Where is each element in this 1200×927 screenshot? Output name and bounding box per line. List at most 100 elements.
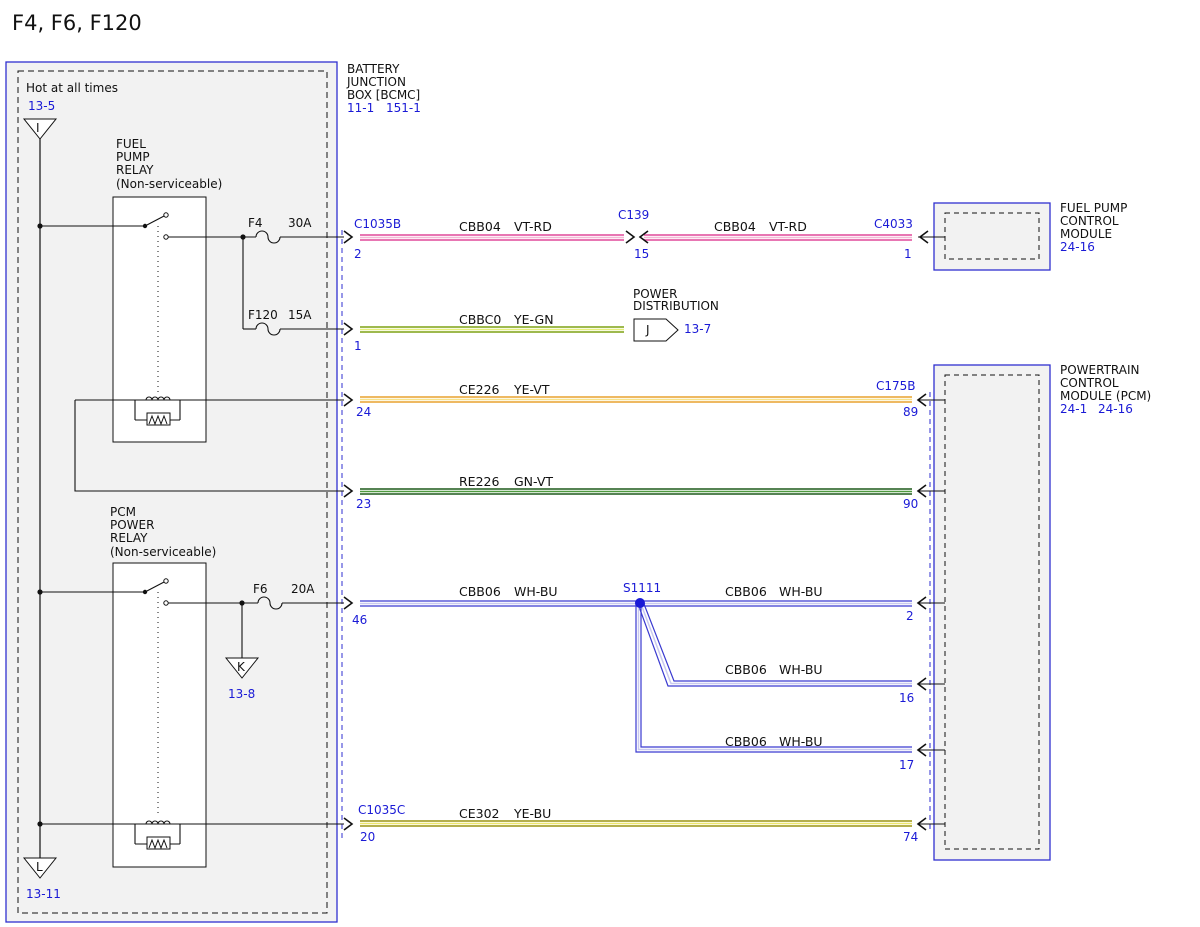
pin-number: 89	[903, 405, 918, 419]
jb-connector-arrows	[343, 230, 354, 831]
pin-number: 15	[634, 247, 649, 261]
connector-names: C1035B C139 C4033 C175B C1035C	[354, 208, 916, 817]
pcm-power-relay: PCM POWER RELAY (Non-serviceable)	[40, 505, 344, 868]
power-distribution-name-1: POWER	[633, 287, 677, 301]
wire-labels: CBB04 VT-RD CBB04 VT-RD CBBC0 YE-GN CE22…	[459, 219, 823, 821]
fpcm-ref[interactable]: 24-16	[1060, 240, 1095, 254]
pcm-relay-name-3: RELAY	[110, 531, 148, 545]
fuse-f4-f120-feed: F4 30A F120 15A	[168, 216, 344, 336]
power-distribution: POWER DISTRIBUTION J 13-7	[633, 287, 719, 342]
wire-cbbc0	[360, 326, 624, 333]
fuse-f4-rating: 30A	[288, 216, 312, 230]
wire-color-label: WH-BU	[514, 584, 558, 599]
fpcm-dashed	[944, 212, 1040, 260]
wire-cbb04-right	[644, 234, 912, 241]
pin-number: 90	[903, 497, 918, 511]
connector-c1035c[interactable]: C1035C	[358, 803, 405, 817]
pin-number: 2	[906, 609, 914, 623]
wire-ce302	[360, 820, 912, 827]
splice-s1111-label[interactable]: S1111	[623, 581, 661, 595]
wire-circuit-label: RE226	[459, 474, 499, 489]
wire-re226	[360, 488, 912, 495]
power-distribution-ref[interactable]: 13-7	[684, 322, 711, 336]
terminal-j-icon	[633, 318, 679, 342]
pcm-name-1: POWERTRAIN	[1060, 363, 1140, 377]
junction-box-ref-2[interactable]: 151-1	[386, 101, 421, 115]
fuse-f120-rating: 15A	[288, 308, 312, 322]
connector-c4033[interactable]: C4033	[874, 217, 913, 231]
pin-number: 23	[356, 497, 371, 511]
pcm-relay-name-4: (Non-serviceable)	[110, 545, 216, 559]
junction-box-dashed-outline	[17, 70, 328, 914]
pin-numbers: 2 15 1 1 24 89 23 90 46 2 16 17 20 74	[352, 247, 918, 844]
hot-ref-link[interactable]: 13-5	[28, 99, 55, 113]
wire-color-label: YE-GN	[513, 312, 554, 327]
power-distribution-name-2: DISTRIBUTION	[633, 299, 719, 313]
fuel-pump-relay-name-4: (Non-serviceable)	[116, 177, 222, 191]
fpcm-name-1: FUEL PUMP	[1060, 201, 1127, 215]
terminal-l-label: L	[36, 860, 43, 874]
junction-box-ref-1[interactable]: 11-1	[347, 101, 374, 115]
splice-s1111-dot	[635, 598, 645, 608]
junction-box-name-line-1: BATTERY	[347, 62, 400, 76]
pin-number: 17	[899, 758, 914, 772]
fpcm-name-3: MODULE	[1060, 227, 1112, 241]
terminal-k-icon	[224, 657, 260, 679]
pcm-connector-arrows	[916, 393, 927, 831]
wire-circuit-label: CE302	[459, 806, 500, 821]
wire-circuit-label: CE226	[459, 382, 500, 397]
fuse-f120-name: F120	[248, 308, 278, 322]
fuse-f6-feed: F6 20A K 13-8	[168, 582, 344, 701]
bottom-ref-link[interactable]: 13-11	[26, 887, 61, 901]
diagram-title: F4, F6, F120	[12, 11, 142, 35]
c139-connector-icon	[625, 230, 649, 244]
wire-color-label: WH-BU	[779, 584, 823, 599]
connector-c1035b[interactable]: C1035B	[354, 217, 401, 231]
fuse-f120-icon	[255, 322, 281, 336]
connector-c175b[interactable]: C175B	[876, 379, 916, 393]
terminal-k-label: K	[237, 660, 246, 674]
pcm-dashed	[944, 374, 1040, 850]
pin-number: 2	[354, 247, 362, 261]
battery-junction-box: BATTERY JUNCTION BOX [BCMC] 11-1 151-1 H…	[5, 61, 421, 923]
wire-cbb06-branch-16	[637, 603, 912, 687]
fuse-f6-rating: 20A	[291, 582, 315, 596]
pcm-module: POWERTRAIN CONTROL MODULE (PCM) 24-1 24-…	[916, 363, 1151, 861]
fuel-pump-relay-box	[112, 196, 207, 443]
terminal-l-icon: L	[22, 857, 58, 879]
wire-circuit-label: CBB06	[459, 584, 501, 599]
wire-color-label: YE-VT	[513, 382, 550, 397]
wire-color-label: GN-VT	[514, 474, 553, 489]
wire-circuit-label: CBB06	[725, 584, 767, 599]
wire-circuit-label: CBB04	[459, 219, 501, 234]
pcm-border	[933, 364, 1051, 861]
pcm-name-3: MODULE (PCM)	[1060, 389, 1151, 403]
terminal-k-ref[interactable]: 13-8	[228, 687, 255, 701]
pcm-ref-2[interactable]: 24-16	[1098, 402, 1133, 416]
wire-circuit-label: CBB06	[725, 662, 767, 677]
fuel-pump-relay-name-1: FUEL	[116, 137, 146, 151]
re226-return-line	[74, 400, 344, 492]
hot-at-all-times-label: Hot at all times	[26, 81, 118, 95]
pin-number: 46	[352, 613, 367, 627]
terminal-j-label: J	[645, 323, 650, 337]
wire-circuit-label: CBB06	[725, 734, 767, 749]
pin-number: 16	[899, 691, 914, 705]
wires	[360, 234, 912, 827]
fuel-pump-relay-name-3: RELAY	[116, 163, 154, 177]
pcm-relay-box	[112, 562, 207, 868]
pin-number: 24	[356, 405, 371, 419]
pin-number: 74	[903, 830, 918, 844]
wire-ce226	[360, 396, 912, 403]
connector-c139[interactable]: C139	[618, 208, 649, 222]
fuse-f6-icon	[257, 596, 283, 610]
fuse-f4-icon	[255, 230, 281, 244]
junction-box-name-line-2: JUNCTION	[346, 75, 406, 89]
fuse-f4-name: F4	[248, 216, 263, 230]
fuse-f6-name: F6	[253, 582, 268, 596]
junction-box-name-line-3[interactable]: BOX [BCMC]	[347, 88, 420, 102]
fpcm-name-2: CONTROL	[1060, 214, 1119, 228]
pcm-ref-1[interactable]: 24-1	[1060, 402, 1087, 416]
wire-color-label: YE-BU	[513, 806, 551, 821]
